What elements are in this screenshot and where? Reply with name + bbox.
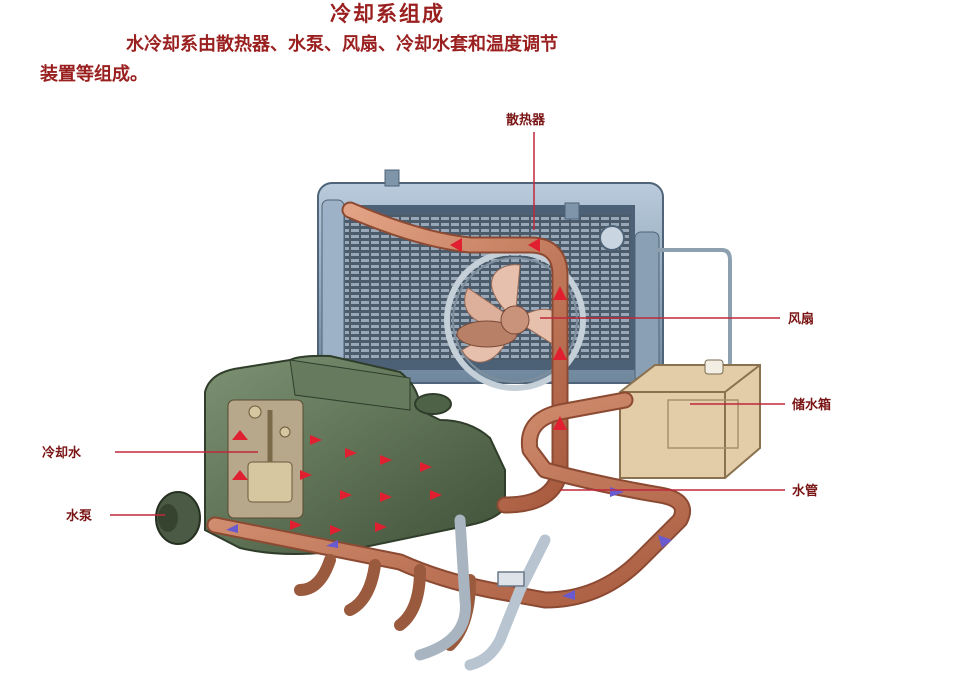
engine-block: [155, 354, 506, 555]
label-fan: 风扇: [788, 311, 814, 327]
description-line-2: 装置等组成。: [40, 64, 148, 85]
radiator: [317, 169, 732, 384]
page-title: 冷却系组成: [330, 2, 445, 26]
water-pipes: [206, 201, 691, 671]
leader-lines: [110, 132, 785, 516]
description-line-1: 水冷却系由散热器、水泵、风扇、冷却水套和温度调节: [126, 34, 558, 55]
description-text: 水冷却系由散热器、水泵、风扇、冷却水套和温度调节 装置等组成。: [40, 30, 840, 90]
label-radiator: 散热器: [506, 112, 546, 128]
label-coolant: 冷却水: [42, 445, 82, 461]
label-reservoir: 储水箱: [791, 397, 831, 413]
label-pipe: 水管: [792, 483, 818, 499]
reservoir-tank: [619, 359, 761, 479]
coolant-flow-arrows: [232, 430, 442, 535]
label-pump: 水泵: [66, 508, 92, 524]
